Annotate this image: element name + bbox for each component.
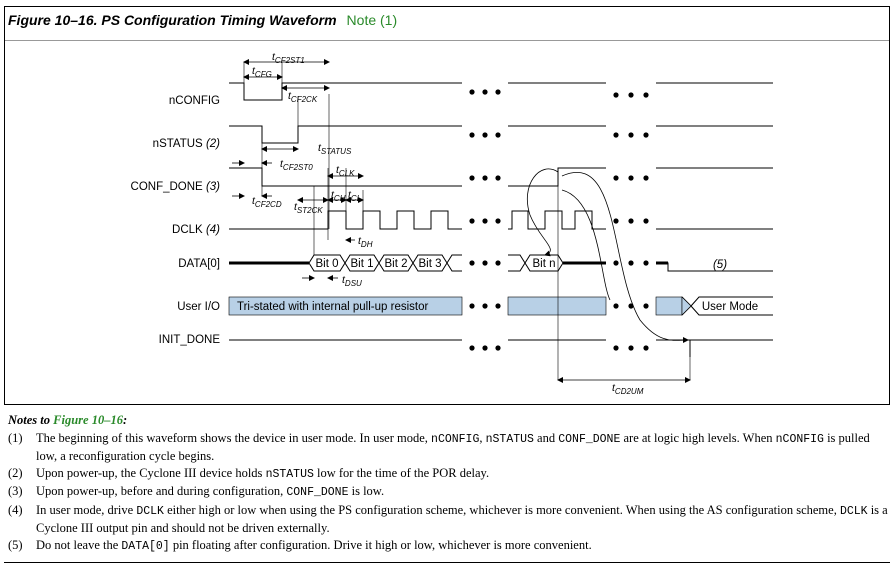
note-text: Upon power-up, the Cyclone III device ho… [36,465,888,484]
label-tst2ck: tST2CK [294,201,323,215]
note-fragment: and [533,430,559,445]
user-io-tristate-label: Tri-stated with internal pull-up resisto… [237,301,428,313]
note-number: (4) [8,502,23,517]
note-fragment: Upon power-up, before and during configu… [36,484,287,498]
note-text: In user mode, drive DCLK either high or … [36,502,888,537]
note-code: CONF_DONE [558,432,621,446]
note-number: (5) [8,537,23,552]
figure-title: Figure 10–16. PS Configuration Timing Wa… [8,12,397,28]
note-fragment: In user mode, drive [36,502,137,517]
label-tcl: tCL [348,189,361,203]
label-tcf2st1: tCF2ST1 [272,51,305,65]
user-io-tristate-bar-2 [507,296,607,316]
figure-notes: Notes to Figure 10–16: (1) The beginning … [8,412,888,555]
note-fragment: are at logic high levels. When [620,430,776,445]
note-fragment: is a Cyclone III output pin and should n… [36,502,888,536]
label-tdh: tDH [358,235,373,249]
note-item: (3) Upon power-up, before and during conf… [8,483,888,502]
data-bit-3: Bit 3 [418,258,441,270]
note-fragment: Do not leave the [36,537,122,552]
note-fragment: low for the time of the POR delay. [313,465,490,480]
notes-heading: Notes to Figure 10–16: [8,413,128,427]
note-item: (1) The beginning of this waveform shows … [8,430,888,465]
note-code: nCONFIG [775,432,824,446]
signal-label-user-io: User I/O [177,301,220,313]
notes-list: (1) The beginning of this waveform shows … [8,430,888,556]
signal-label-conf-done: CONF_DONE (3) [131,181,221,193]
label-tdsu: tDSU [342,274,362,288]
timing-arrows [232,59,691,383]
ellipsis-dots [469,89,649,351]
figure-note-ref: Note (1) [346,12,398,28]
page-end-rule [4,562,890,563]
signal-label-nstatus: nSTATUS (2) [153,138,220,150]
notes-heading-ref: Figure 10–16 [53,413,123,427]
data-bit-0: Bit 0 [315,258,338,270]
user-io-user-mode-label: User Mode [702,301,758,313]
note-text: Do not leave the DATA[0] pin floating af… [36,537,888,556]
label-tstatus: tSTATUS [318,142,352,156]
note-code: DCLK [136,504,164,518]
note-fragment: Upon power-up, the Cyclone III device ho… [36,465,266,480]
note-item: (4) In user mode, drive DCLK either high … [8,502,888,537]
note-code: nSTATUS [485,432,534,446]
user-io-transition [681,296,692,316]
note-text: The beginning of this waveform shows the… [36,430,888,465]
label-tcf2st0: tCF2ST0 [280,158,313,172]
frame-left-border [4,6,5,404]
notes-heading-text: Notes to [8,413,51,427]
note-number: (3) [8,484,23,498]
label-tcf2ck: tCF2CK [288,90,318,104]
data-bit-n: Bit n [532,258,555,270]
note-fragment: The beginning of this waveform shows the… [36,430,432,445]
note-fragment: , [479,430,486,445]
note-fragment: is pulled low, a reconfiguration cycle b… [36,430,870,464]
waveform-init-done [229,339,773,357]
note-fragment: is low. [348,484,385,498]
label-tclk: tCLK [336,164,355,178]
data-bit-1: Bit 1 [350,258,373,270]
label-tcfg: tCFG [252,65,272,79]
frame-bottom-border [4,404,890,405]
note-item: (2) Upon power-up, the Cyclone III device… [8,465,888,484]
note-number: (1) [8,430,23,445]
note-fragment: either high or low when using the PS con… [163,502,840,517]
waveform-nconfig [229,82,773,101]
frame-top-border [4,6,890,7]
note-code: nSTATUS [265,467,314,481]
signal-label-data0: DATA[0] [178,258,220,270]
figure-title-text: Figure 10–16. PS Configuration Timing Wa… [8,12,337,28]
signal-label-nconfig: nCONFIG [169,95,220,107]
note-number: (2) [8,465,23,480]
signal-label-dclk: DCLK (4) [172,224,220,236]
waveform-dclk [229,210,773,230]
user-io-tristate-bar [228,296,463,316]
title-divider [4,40,890,41]
note-text: Upon power-up, before and during configu… [36,483,888,502]
user-io-tristate-bar-3 [655,296,683,316]
note-code: DCLK [839,504,868,518]
label-tch: tCH [331,189,346,203]
note-item: (5) Do not leave the DATA[0] pin floating… [8,537,888,556]
signal-label-init-done: INIT_DONE [159,334,221,346]
note-code: CONF_DONE [286,486,349,499]
timing-reference-lines [243,62,691,380]
label-tcf2cd: tCF2CD [252,195,282,209]
timing-waveform-diagram: nCONFIG nSTATUS (2) CONF_DONE (3) DCLK (… [131,51,773,396]
note-code: DATA[0] [121,539,170,553]
frame-right-border [889,6,890,404]
note-code: nCONFIG [431,432,480,446]
note-fragment: pin floating after configuration. Drive … [169,537,592,552]
label-tcd2um: tCD2UM [612,382,644,396]
data-note-5: (5) [713,259,727,271]
data-bit-2: Bit 2 [384,258,407,270]
waveform-nstatus [229,125,773,144]
